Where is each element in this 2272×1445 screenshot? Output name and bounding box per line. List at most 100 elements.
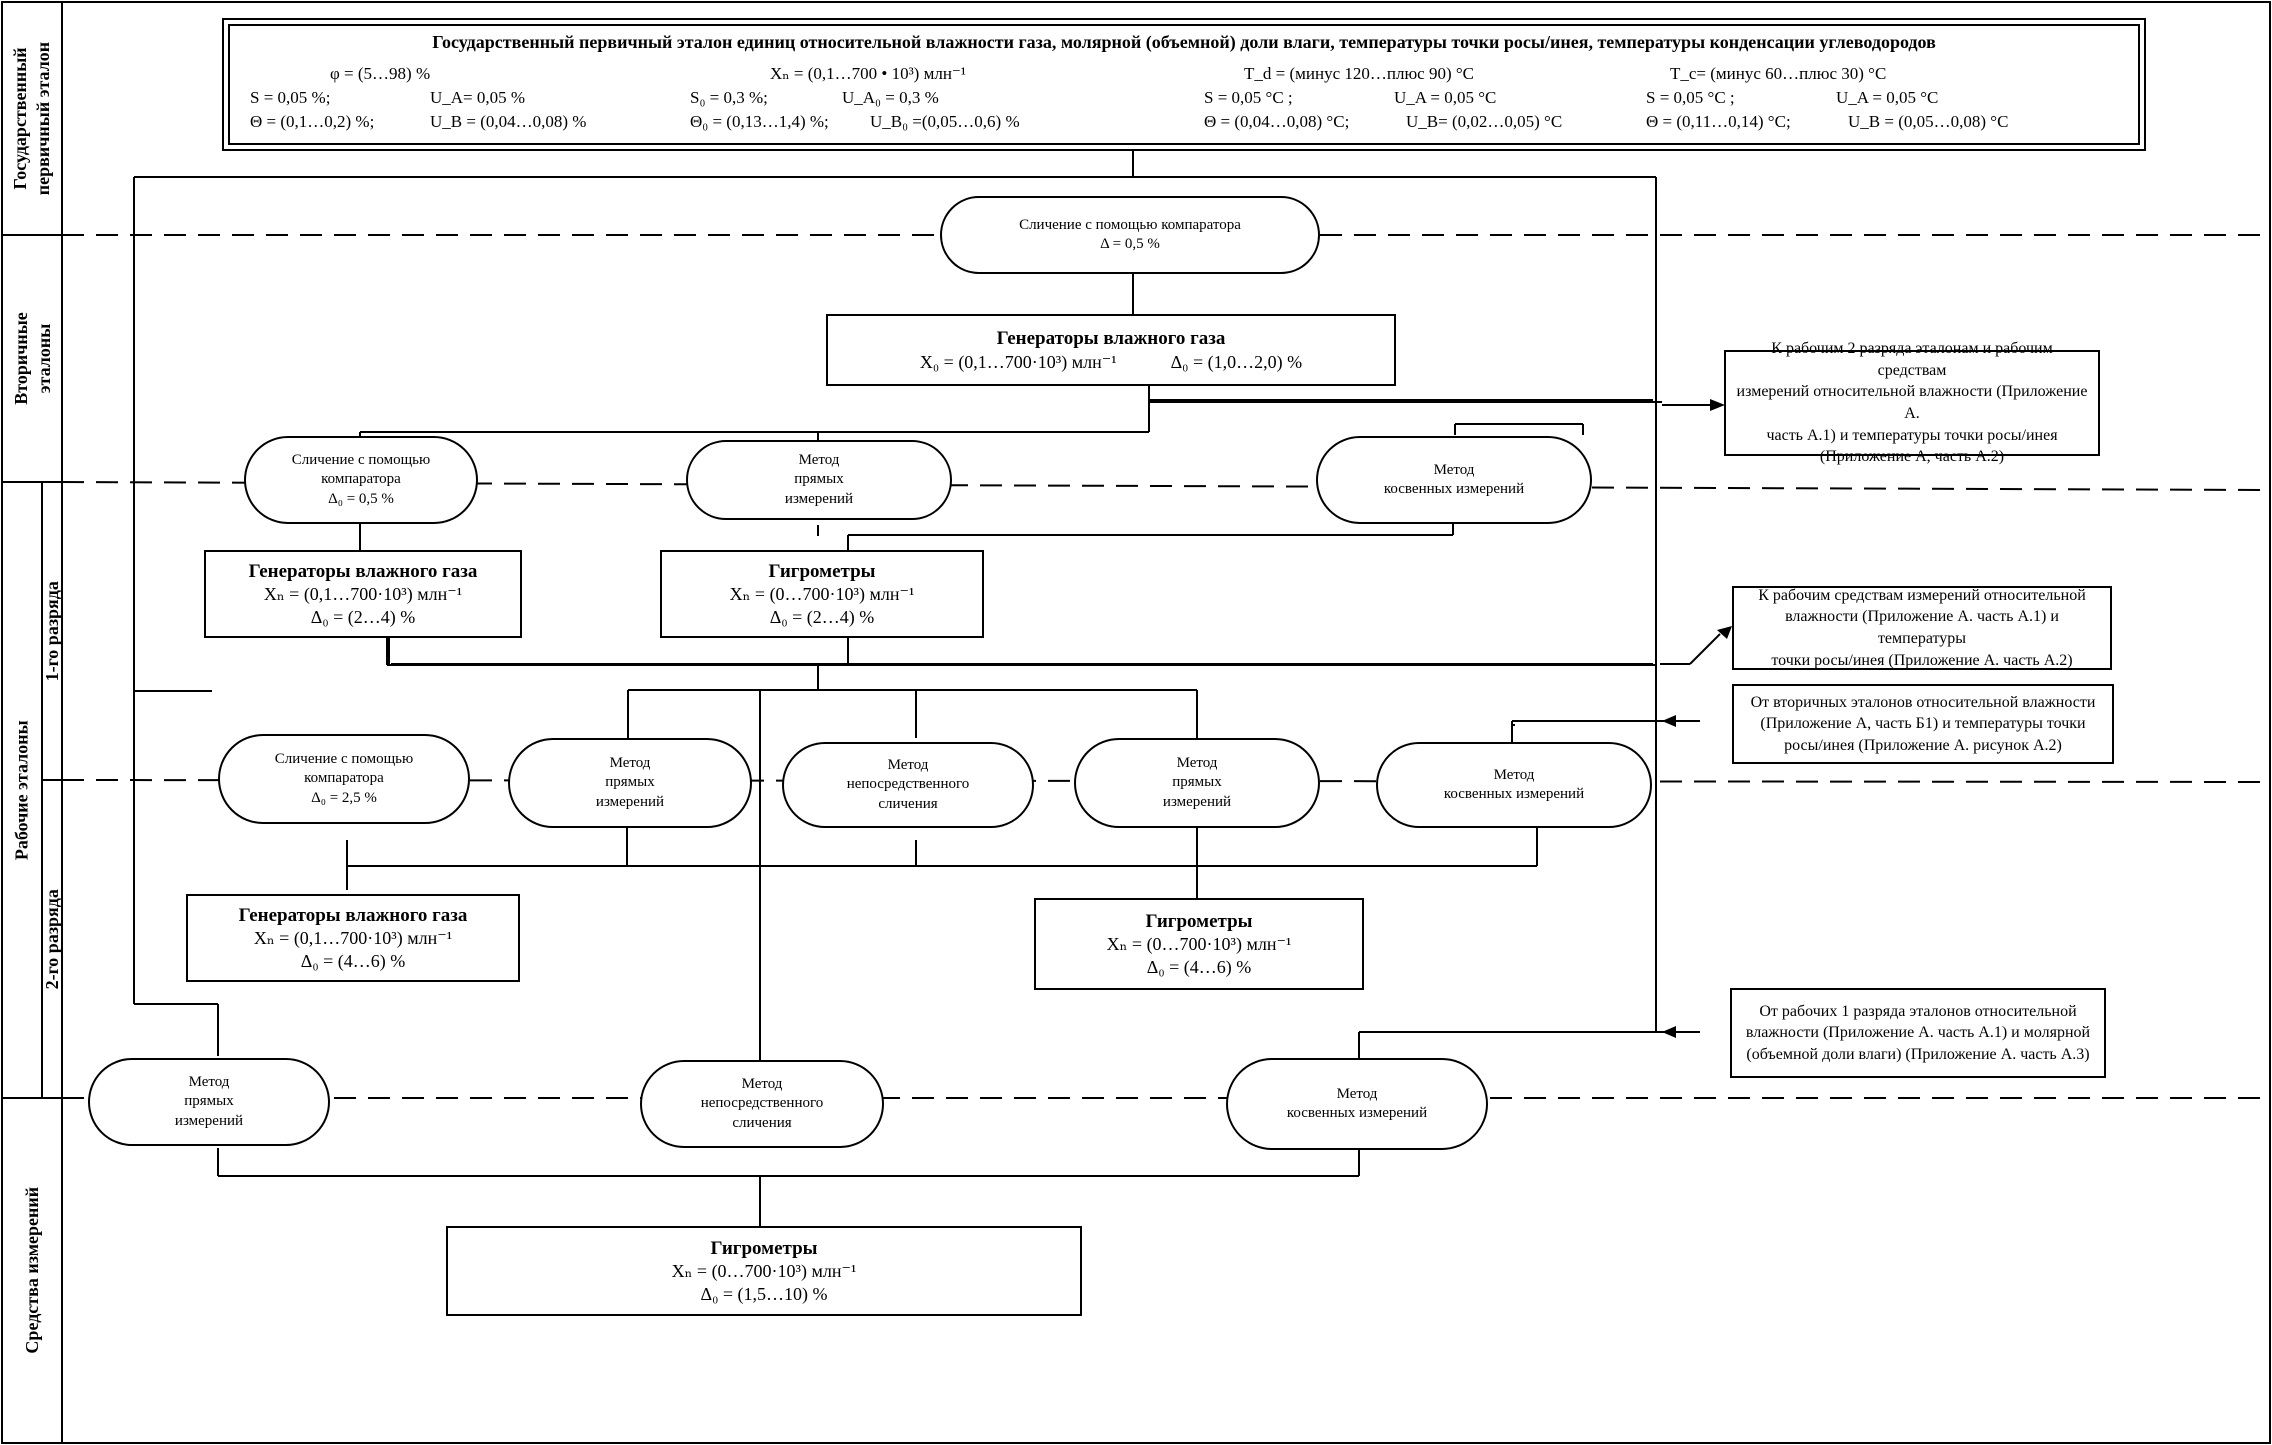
rank2-generators-title: Генераторы влажного газа [238, 904, 468, 926]
method-direct-rank1-line3: измерений [784, 490, 854, 507]
band-instruments: Средства измерений [2, 1098, 62, 1443]
band-rank2: 2-го разряда [42, 780, 62, 1098]
primary-theta-phi: Θ = (0,1…0,2) %; [250, 112, 375, 131]
method-comparator-rank1: Сличение с помощью компаратора Δ₀ = 0,5 … [244, 436, 478, 524]
flow-connectors [133, 151, 1721, 1226]
method-direct-rank2-right-line2: прямых [1172, 774, 1222, 791]
method-comparator-rank1-line1: Сличение с помощью [291, 451, 431, 468]
external-ref-from-secondary: От вторичных эталонов относительной влаж… [1732, 684, 2114, 764]
ext2-line2: влажности (Приложение А. часть А.1) и те… [1785, 608, 2059, 647]
primary-s-xn: S₀ = 0,3 %; [690, 88, 768, 107]
external-ref-from-rank1: От рабочих 1 разряда эталонов относитель… [1730, 988, 2106, 1078]
method-comparator-rank2-line2: компаратора [304, 770, 384, 787]
method-indirect-instruments: Метод косвенных измерений [1226, 1058, 1488, 1150]
method-comparator-rank2: Сличение с помощью компаратора Δ₀ = 2,5 … [218, 734, 470, 824]
primary-ub-td: U_B= (0,02…0,05) °C [1406, 112, 1563, 131]
ext2-line3: точки росы/инея (Приложение А. часть А.2… [1771, 651, 2073, 669]
ext4-line3: (объемной доли влаги) (Приложение А. час… [1746, 1045, 2090, 1063]
method-immediate-rank2: Метод непосредственного сличения [782, 742, 1034, 828]
primary-range-tc: T_c= (минус 60…плюс 30) °C [1670, 64, 1887, 83]
rank1-generators-title: Генераторы влажного газа [248, 560, 478, 582]
band-primary-line1: Государственный [10, 47, 31, 190]
method-direct-rank1: Метод прямых измерений [686, 440, 952, 520]
band-rank1: 1-го разряда [42, 482, 62, 780]
rank2-generators-error: Δ₀ = (4…6) % [300, 950, 406, 971]
instrument-hygrometers: Гигрометры Xₙ = (0…700·10³) млн⁻¹ Δ₀ = (… [446, 1226, 1082, 1316]
primary-ua-td: U_A = 0,05 °C [1394, 88, 1497, 107]
ext2-line1: К рабочим средствам измерений относитель… [1758, 586, 2086, 604]
rank1-hygrometers-error: Δ₀ = (2…4) % [769, 606, 875, 627]
instrument-hygrometers-title: Гигрометры [710, 1237, 818, 1259]
method-direct-rank2-left-line3: измерений [595, 793, 665, 810]
primary-standard-inner: Государственный первичный эталон единиц … [228, 24, 2140, 145]
secondary-generators-params: X₀ = (0,1…700·10³) млн⁻¹ Δ₀ = (1,0…2,0) … [919, 351, 1303, 372]
rank1-humid-gas-generators: Генераторы влажного газа Xₙ = (0,1…700·1… [204, 550, 522, 638]
method-immediate-rank2-line3: сличения [878, 795, 938, 812]
band-instruments-label: Средства измерений [21, 1187, 42, 1354]
external-ref-to-instruments: К рабочим средствам измерений относитель… [1732, 586, 2112, 670]
external-ref-to-rank2: К рабочим 2 разряда эталонам и рабочим с… [1724, 340, 2100, 465]
method-direct-rank2-left-line2: прямых [605, 774, 655, 791]
primary-ua-phi: U_A= 0,05 % [430, 88, 526, 107]
method-indirect-instruments-line2: косвенных измерений [1286, 1105, 1428, 1121]
rank2-hygrometers-range: Xₙ = (0…700·10³) млн⁻¹ [1106, 934, 1292, 955]
method-immediate-instruments-line3: сличения [732, 1114, 792, 1131]
method-indirect-rank2: Метод косвенных измерений [1376, 742, 1652, 828]
band-primary-line2: первичный эталон [33, 41, 54, 196]
primary-s-tc: S = 0,05 °C ; [1646, 88, 1735, 107]
arrowheads [1662, 399, 1732, 1038]
rank1-hygrometers: Гигрометры Xₙ = (0…700·10³) млн⁻¹ Δ₀ = (… [660, 550, 984, 638]
band-rank2-label: 2-го разряда [41, 888, 62, 990]
band-rank1-label: 1-го разряда [41, 580, 62, 682]
rank2-hygrometers-title: Гигрометры [1145, 910, 1253, 932]
primary-ub-xn: U_B₀ =(0,05…0,6) % [870, 112, 1020, 131]
method-direct-instruments-line3: измерений [174, 1112, 244, 1129]
rank2-hygrometers: Гигрометры Xₙ = (0…700·10³) млн⁻¹ Δ₀ = (… [1034, 898, 1364, 990]
primary-s-td: S = 0,05 °C ; [1204, 88, 1293, 107]
method-direct-rank2-right-line3: измерений [1162, 793, 1232, 810]
method-comparator-rank1-line3: Δ₀ = 0,5 % [328, 490, 394, 507]
instrument-hygrometers-range: Xₙ = (0…700·10³) млн⁻¹ [671, 1261, 857, 1282]
instrument-hygrometers-error: Δ₀ = (1,5…10) % [700, 1283, 828, 1304]
method-direct-rank2-left-line1: Метод [609, 754, 651, 771]
ext1-line1: К рабочим 2 разряда эталонам и рабочим с… [1771, 340, 2053, 379]
ext3-line3: росы/инея (Приложение А. рисунок А.2) [1784, 736, 2062, 754]
method-comparator-top-line1: Сличение с помощью компаратора [1019, 216, 1241, 233]
method-immediate-instruments-line1: Метод [741, 1075, 783, 1092]
method-comparator-rank2-line1: Сличение с помощью [274, 750, 414, 767]
primary-range-xn: Xₙ = (0,1…700 • 10³) млн⁻¹ [770, 64, 966, 83]
method-indirect-rank1-line1: Метод [1433, 461, 1475, 478]
rank2-generators-range: Xₙ = (0,1…700·10³) млн⁻¹ [253, 928, 453, 949]
method-comparator-rank1-line2: компаратора [321, 471, 401, 488]
method-direct-instruments-line1: Метод [188, 1073, 230, 1090]
method-comparator-rank2-line3: Δ₀ = 2,5 % [311, 789, 377, 806]
rank2-humid-gas-generators: Генераторы влажного газа Xₙ = (0,1…700·1… [186, 894, 520, 982]
primary-ub-tc: U_B = (0,05…0,08) °C [1848, 112, 2009, 131]
ext1-line4: (Приложение А, часть А.2) [1819, 448, 2005, 466]
band-working-label: Рабочие эталоны [11, 720, 32, 860]
ext4-line1: От рабочих 1 разряда эталонов относитель… [1759, 1002, 2077, 1020]
ext4-line2: влажности (Приложение А. часть А.1) и мо… [1745, 1024, 2091, 1042]
method-direct-rank1-line1: Метод [798, 451, 840, 468]
ext3-line2: (Приложение А, часть Б1) и температуры т… [1760, 715, 2086, 733]
method-direct-rank2-right-line1: Метод [1176, 754, 1218, 771]
secondary-humid-gas-generators: Генераторы влажного газа X₀ = (0,1…700·1… [826, 314, 1396, 386]
rank1-generators-error: Δ₀ = (2…4) % [310, 606, 416, 627]
primary-range-phi: φ = (5…98) % [330, 64, 431, 83]
method-direct-instruments: Метод прямых измерений [88, 1058, 330, 1146]
method-direct-rank2-left: Метод прямых измерений [508, 738, 752, 828]
rank1-hygrometers-title: Гигрометры [768, 560, 876, 582]
method-comparator-top: Сличение с помощью компаратора Δ = 0,5 % [940, 196, 1320, 274]
ext3-line1: От вторичных эталонов относительной влаж… [1750, 693, 2096, 711]
primary-ua-xn: U_A₀ = 0,3 % [842, 88, 939, 107]
method-immediate-rank2-line1: Метод [887, 756, 929, 773]
primary-standard-title: Государственный первичный эталон единиц … [432, 32, 1936, 52]
secondary-generators-title: Генераторы влажного газа [996, 327, 1226, 349]
primary-theta-xn: Θ₀ = (0,13…1,4) %; [690, 112, 829, 131]
method-comparator-top-line2: Δ = 0,5 % [1100, 236, 1160, 252]
method-direct-rank1-line2: прямых [794, 471, 844, 488]
band-secondary-line2: эталоны [33, 323, 53, 394]
